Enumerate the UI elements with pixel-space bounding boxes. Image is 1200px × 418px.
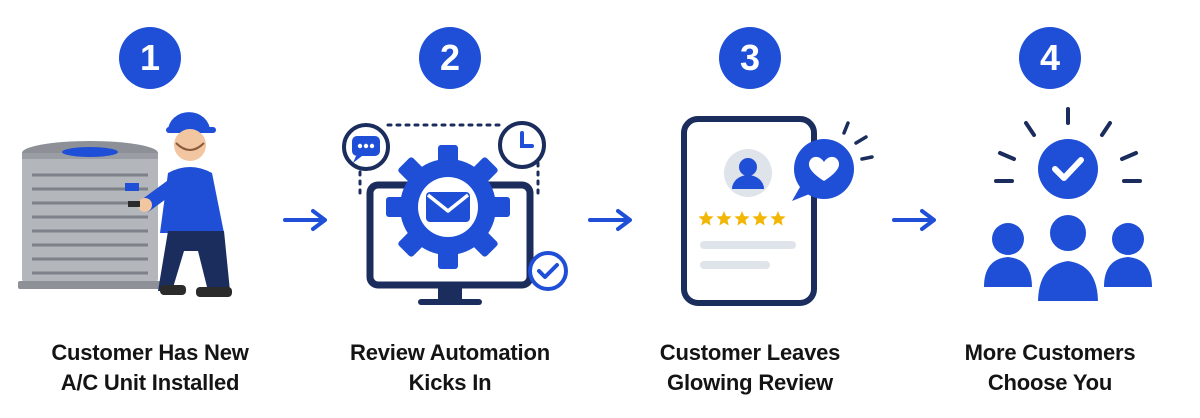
ac-unit-icon bbox=[18, 141, 162, 289]
step-caption: More Customers Choose You bbox=[964, 340, 1136, 395]
arrow-right-icon bbox=[588, 209, 632, 231]
technician-icon bbox=[128, 112, 232, 297]
step-1: 1 bbox=[0, 0, 300, 418]
star-icon bbox=[734, 211, 750, 226]
sparkle-lines bbox=[842, 121, 874, 161]
tablet-icon bbox=[681, 116, 817, 306]
arrow-right-icon bbox=[283, 209, 327, 231]
step-number-badge: 1 bbox=[119, 27, 181, 89]
chat-bubble-icon bbox=[342, 123, 390, 171]
star-icon bbox=[716, 211, 732, 226]
star-icon bbox=[698, 211, 714, 226]
customers-group-icon bbox=[984, 211, 1152, 305]
step-caption: Customer Has New A/C Unit Installed bbox=[51, 340, 249, 395]
step-3-illustration bbox=[681, 116, 874, 306]
step-number-badge: 4 bbox=[1019, 27, 1081, 89]
rating-stars bbox=[698, 211, 786, 226]
arrow-right-icon bbox=[892, 209, 936, 231]
check-circle-icon bbox=[528, 251, 568, 291]
step-2-illustration bbox=[342, 121, 568, 305]
star-icon bbox=[752, 211, 768, 226]
step-caption: Customer Leaves Glowing Review bbox=[659, 340, 841, 395]
user-avatar-icon bbox=[724, 149, 772, 197]
envelope-icon bbox=[426, 192, 470, 222]
step-3: 3 Customer L bbox=[600, 0, 900, 418]
check-circle-icon bbox=[1038, 139, 1098, 199]
clock-icon bbox=[498, 121, 546, 169]
step-2: 2 bbox=[300, 0, 600, 418]
star-icon bbox=[770, 211, 786, 226]
step-1-illustration bbox=[18, 112, 232, 297]
gear-icon bbox=[386, 145, 510, 269]
step-4-illustration bbox=[984, 107, 1152, 305]
heart-bubble-icon bbox=[792, 139, 854, 201]
step-number-badge: 2 bbox=[419, 27, 481, 89]
step-caption: Review Automation Kicks In bbox=[350, 340, 550, 395]
burst-lines bbox=[994, 107, 1142, 183]
step-4: 4 bbox=[900, 0, 1200, 418]
step-number-badge: 3 bbox=[719, 27, 781, 89]
